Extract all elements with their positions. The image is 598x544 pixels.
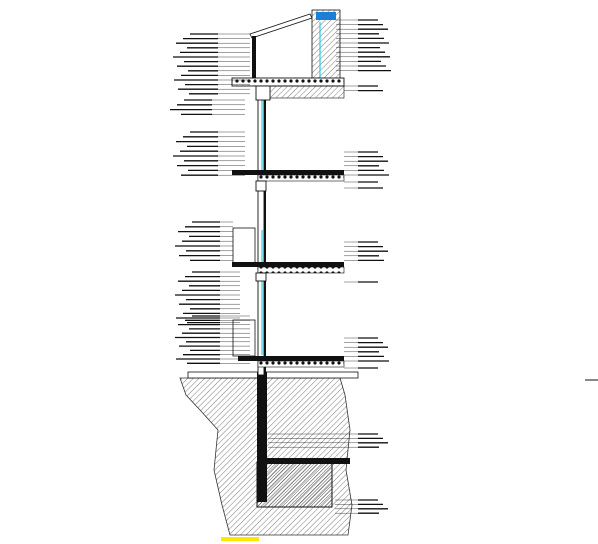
slab-level-2 (232, 170, 345, 192)
window-frame-lower (232, 319, 256, 357)
roof-parapet-accent (316, 12, 336, 20)
roof-slab (231, 77, 345, 87)
roof-slab-under (267, 85, 345, 99)
footing-slab (257, 458, 350, 464)
slab-level-3 (232, 262, 345, 282)
title-bar (221, 537, 259, 541)
roof-canopy (249, 13, 313, 39)
footing (256, 461, 333, 508)
window-frame-upper (232, 227, 256, 265)
basement-wall (257, 372, 267, 502)
slab-level-4 (238, 356, 345, 368)
roof-beam (255, 85, 271, 101)
roof-post (252, 36, 256, 82)
facade-column (257, 79, 265, 376)
annotation-leaders (170, 19, 391, 514)
roof-parapet (311, 9, 341, 81)
ground-line (187, 371, 359, 379)
facade-column-inner (264, 80, 266, 375)
